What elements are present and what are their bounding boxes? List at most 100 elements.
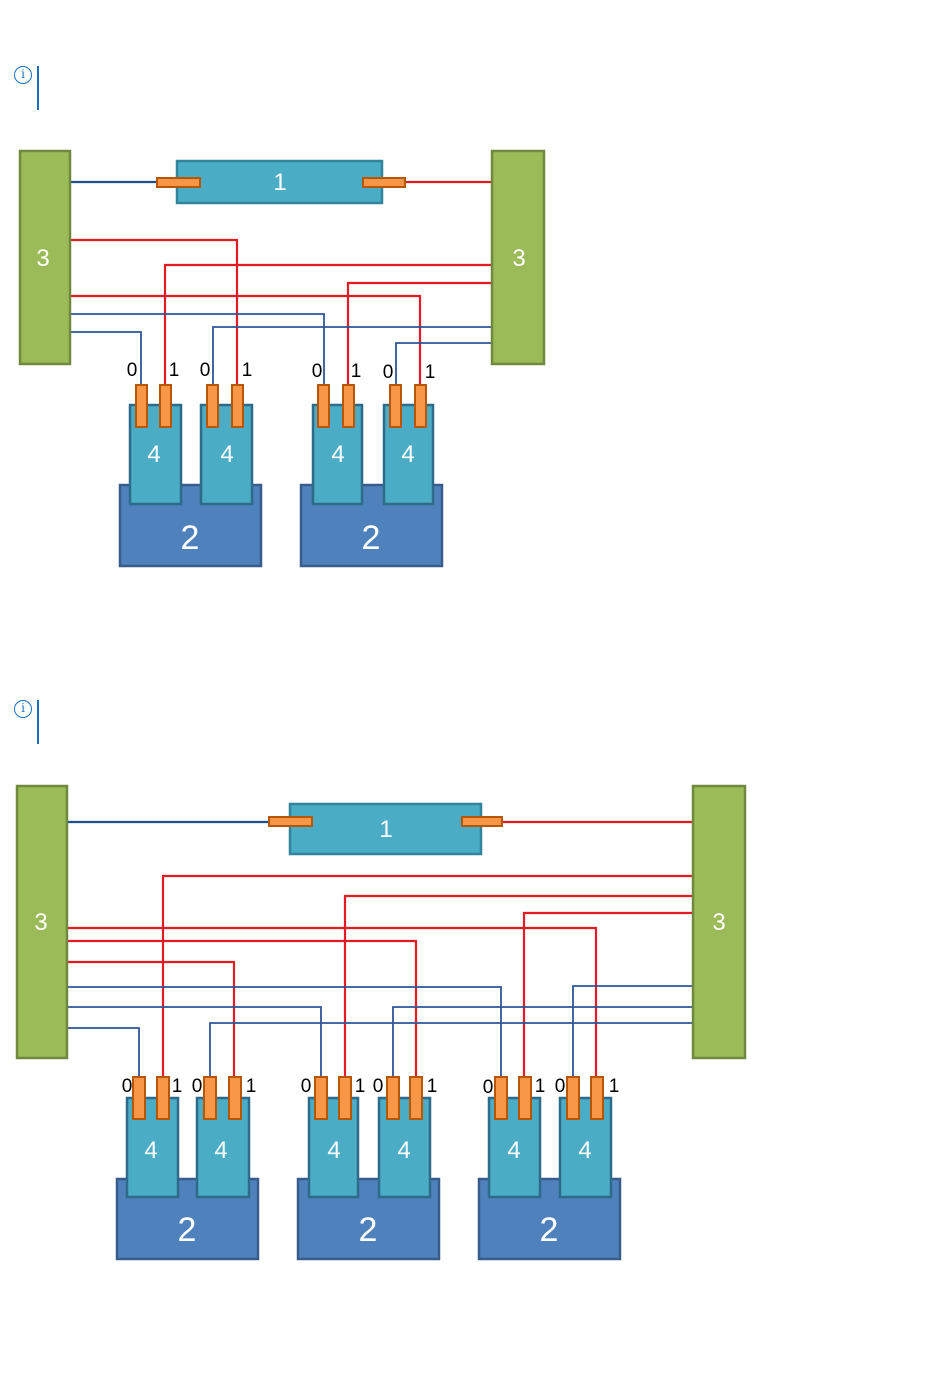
note-bar [37,700,39,744]
cable-connector [269,817,312,826]
port-0 [207,385,218,427]
cable: 1 [269,804,502,854]
note-bar [37,66,39,110]
switch-label: 3 [36,245,49,272]
port-0-label: 0 [301,1076,312,1097]
port-0 [204,1077,216,1119]
port-1 [232,385,243,427]
port-0-label: 0 [127,360,138,381]
enclosure: 2 4 0 1 4 0 1 [298,1076,439,1259]
module: 4 0 1 [122,1076,183,1197]
enclosure-label: 2 [181,519,200,557]
wire-red [67,928,596,1077]
wire-blue [67,987,501,1077]
port-1-label: 1 [172,1076,183,1097]
module-label: 4 [144,1137,157,1164]
module: 4 0 1 [192,1076,257,1197]
note-marker-2: i [14,700,44,744]
port-1 [519,1077,531,1119]
port-0 [495,1077,507,1119]
enclosure-label: 2 [540,1211,559,1249]
port-1 [157,1077,169,1119]
port-0 [133,1077,145,1119]
switch-right: 3 [492,151,544,364]
port-1 [229,1077,241,1119]
enclosure: 2 4 0 1 4 0 1 [120,360,261,566]
cable: 1 [157,161,405,203]
port-0-label: 0 [383,362,394,383]
port-1-label: 1 [351,361,362,382]
port-0 [387,1077,399,1119]
switch-left: 3 [17,786,67,1058]
note-marker-1: i [14,66,44,110]
port-0 [315,1077,327,1119]
wire-red [163,876,693,1077]
port-0-label: 0 [192,1076,203,1097]
port-1 [415,385,426,427]
port-1 [591,1077,603,1119]
enclosure-label: 2 [178,1211,197,1249]
port-0 [390,385,401,427]
switch-label: 3 [512,245,525,272]
enclosure: 2 4 0 1 4 0 1 [117,1076,258,1259]
info-icon: i [14,66,32,84]
enclosure-label: 2 [362,519,381,557]
port-1-label: 1 [425,362,436,383]
module-label: 4 [327,1137,340,1164]
switch-right: 3 [693,786,745,1058]
wire-blue [67,1028,139,1077]
cable-label: 1 [379,816,392,843]
port-1 [343,385,354,427]
port-1-label: 1 [242,360,253,381]
port-1-label: 1 [609,1076,620,1097]
cable-label: 1 [273,169,286,196]
port-0-label: 0 [555,1076,566,1097]
module: 4 0 1 [312,361,362,504]
port-0-label: 0 [312,361,323,382]
port-0 [567,1077,579,1119]
port-1-label: 1 [169,360,180,381]
port-1 [160,385,171,427]
module-label: 4 [214,1137,227,1164]
module: 4 0 1 [127,360,181,504]
cabling-diagram-three-enclosures: 3 3 1 2 4 0 1 4 0 1 2 [0,775,760,1265]
module: 4 0 1 [200,360,253,504]
wire-blue [393,1007,693,1077]
port-0-label: 0 [122,1076,133,1097]
module-label: 4 [507,1137,520,1164]
port-1-label: 1 [246,1076,257,1097]
cabling-diagram-two-enclosures: 3 3 1 2 4 0 1 4 0 1 [0,140,560,570]
module-label: 4 [147,441,160,468]
module-label: 4 [401,441,414,468]
module: 4 0 1 [483,1076,546,1197]
wire-blue [210,1023,693,1077]
switch-left: 3 [20,151,70,364]
wire-blue [573,986,693,1077]
port-0 [318,385,329,427]
port-0-label: 0 [200,360,211,381]
info-icon: i [14,700,32,718]
module: 4 0 1 [373,1076,438,1197]
wire-blue [70,314,324,385]
enclosure-label: 2 [359,1211,378,1249]
switch-label: 3 [34,909,47,936]
port-0 [136,385,147,427]
port-1 [410,1077,422,1119]
cable-connector [157,178,200,187]
module-label: 4 [578,1137,591,1164]
module-label: 4 [331,441,344,468]
port-1-label: 1 [427,1076,438,1097]
wire-red [70,240,237,385]
module: 4 0 1 [383,362,436,504]
module-label: 4 [397,1137,410,1164]
port-0-label: 0 [483,1077,494,1098]
cable-connector [363,178,405,187]
port-1-label: 1 [535,1076,546,1097]
enclosure: 2 4 0 1 4 0 1 [479,1076,620,1259]
module-label: 4 [220,441,233,468]
enclosure: 2 4 0 1 4 0 1 [301,361,442,566]
wire-red [524,913,693,1077]
wire-blue [67,1007,321,1077]
wire-blue [396,343,492,385]
module: 4 0 1 [555,1076,620,1197]
